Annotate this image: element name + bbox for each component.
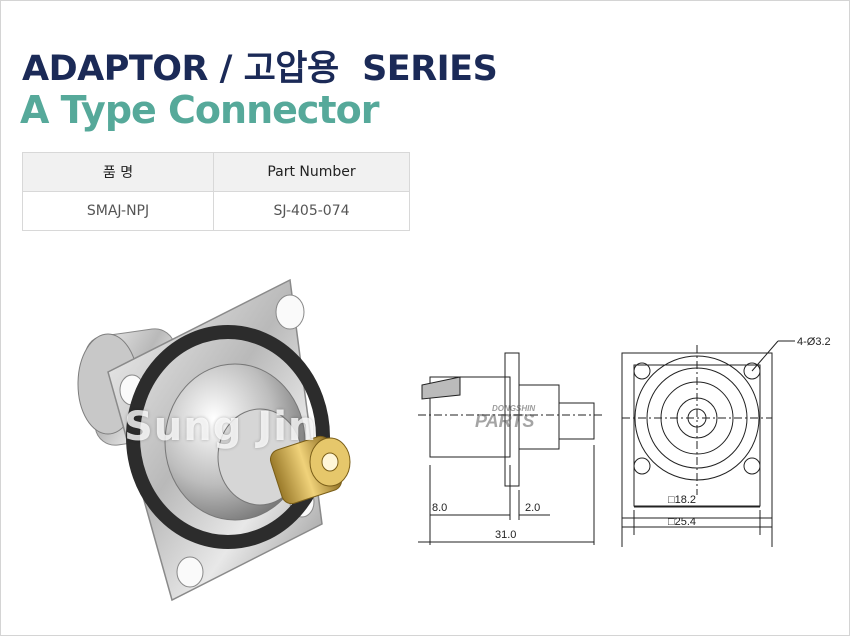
series-title: ADAPTOR / 고압용 SERIES — [22, 49, 498, 89]
cell-part-number: SJ-405-074 — [213, 191, 410, 231]
side-view-body — [429, 376, 511, 458]
table-header-row: 품 명 Part Number — [22, 152, 410, 192]
dim-inner-square-label: □18.2 — [668, 494, 696, 506]
technical-drawing: 4-Ø3.2 8.0 2.0 31.0 □18.2 □25.4 DONGSHIN… — [418, 336, 831, 547]
dim-outer-square-label: □25.4 — [668, 516, 696, 528]
photo-watermark: Sung Jin — [124, 404, 318, 450]
logo-large-text: PARTS — [475, 411, 534, 431]
spec-table: 품 명 Part Number SMAJ-NPJ SJ-405-074 — [22, 152, 410, 231]
product-title: A Type Connector — [20, 88, 379, 132]
column-header-name: 품 명 — [22, 152, 214, 192]
hole-callout-label: 4-Ø3.2 — [797, 336, 831, 348]
logo-small-text: DONGSHIN — [492, 404, 535, 413]
table-row: SMAJ-NPJ SJ-405-074 — [22, 191, 410, 231]
product-photo — [77, 278, 351, 602]
dim-total-label: 31.0 — [495, 529, 516, 541]
column-header-part-number: Part Number — [213, 152, 410, 192]
dim-flange-label: 2.0 — [525, 502, 540, 514]
cell-product-name: SMAJ-NPJ — [22, 191, 214, 231]
dim-left-label: 8.0 — [432, 502, 447, 514]
